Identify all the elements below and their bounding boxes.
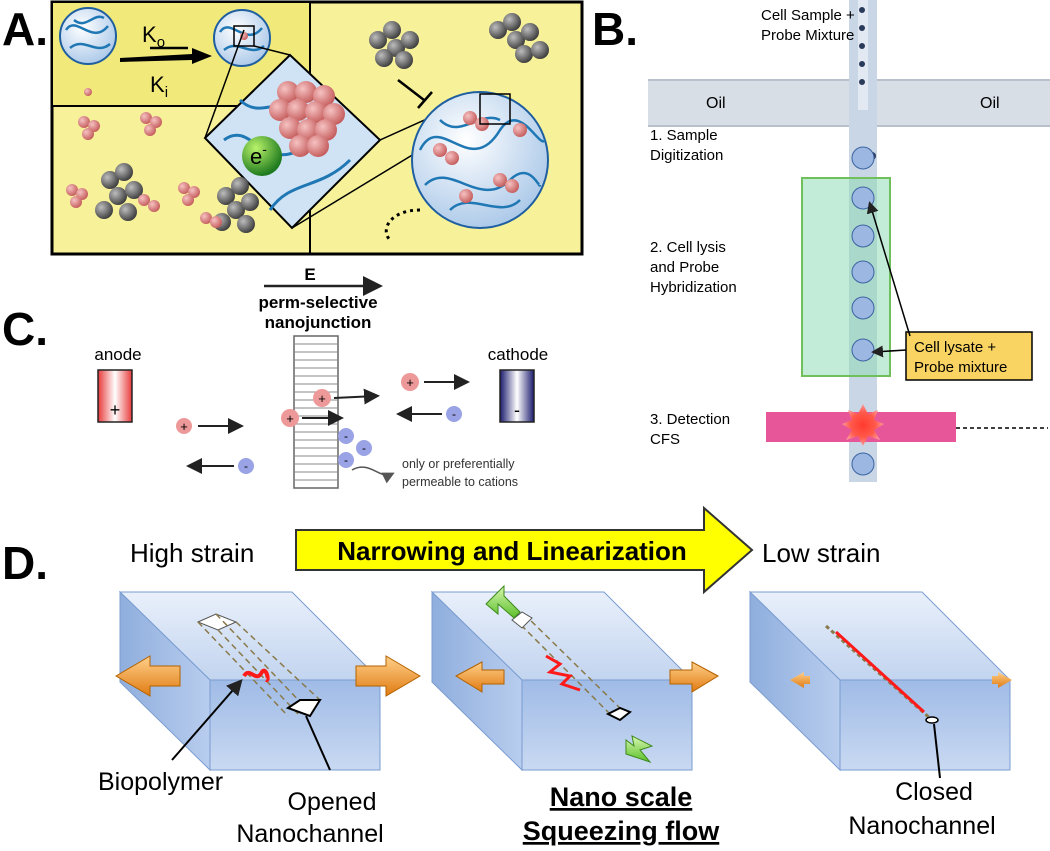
closed-line1: Closed bbox=[895, 778, 973, 806]
electron-label: e- bbox=[250, 141, 267, 169]
panel-c-label: C. bbox=[2, 303, 48, 355]
droplets bbox=[851, 146, 875, 476]
opened-line1: Opened bbox=[288, 788, 377, 816]
svg-text:-: - bbox=[452, 407, 456, 421]
k-o-label: Ko bbox=[142, 22, 165, 51]
arrow-text: Narrowing and Linearization bbox=[337, 536, 687, 566]
nanojunction-block bbox=[293, 335, 339, 489]
step3-line2: CFS bbox=[650, 431, 680, 448]
svg-text:-: - bbox=[362, 441, 366, 455]
cathode-minus: - bbox=[514, 400, 520, 420]
cations: + + + + bbox=[176, 373, 419, 434]
cell-sample-line2: Probe Mixture bbox=[761, 27, 854, 44]
perm-line2: permeable to cations bbox=[402, 475, 518, 489]
step2-line2: and Probe bbox=[650, 259, 719, 276]
nanojunction-line1: perm-selective bbox=[258, 293, 377, 312]
anode-label: anode bbox=[94, 345, 141, 364]
cathode-label: cathode bbox=[488, 345, 549, 364]
box-squeezing-flow bbox=[430, 584, 720, 772]
perm-line1: only or preferentially bbox=[402, 457, 515, 471]
nanojunction-line2: nanojunction bbox=[265, 313, 372, 332]
panel-b-label: B. bbox=[592, 3, 638, 55]
lysis-zone bbox=[801, 177, 891, 377]
cell-sample-line1: Cell Sample + bbox=[761, 7, 855, 24]
squeeze-line2: Squeezing flow bbox=[523, 816, 721, 846]
free-nanoparticle bbox=[84, 88, 92, 96]
nanoparticle-cluster bbox=[269, 81, 345, 157]
panel-c: E perm-selective nanojunction anode + ca… bbox=[94, 265, 548, 489]
electron-sphere bbox=[242, 136, 282, 176]
svg-text:+: + bbox=[286, 411, 294, 426]
opened-line2: Nanochannel bbox=[236, 820, 383, 848]
svg-text:+: + bbox=[318, 391, 326, 406]
narrowing-arrow bbox=[295, 505, 754, 595]
squeeze-line1: Nano scale bbox=[550, 782, 693, 812]
grey-aggregate-top bbox=[369, 13, 549, 69]
step3-line1: 3. Detection bbox=[650, 411, 730, 428]
step2-line3: Hybridization bbox=[650, 279, 737, 296]
svg-text:+: + bbox=[406, 375, 414, 390]
svg-text:+: + bbox=[180, 419, 188, 434]
box-low-strain bbox=[748, 590, 1012, 772]
polymer-sphere-large bbox=[411, 91, 549, 229]
panel-a-label: A. bbox=[2, 3, 48, 55]
panel-d: Narrowing and Linearization High strain … bbox=[98, 505, 1012, 848]
low-strain-label: Low strain bbox=[762, 538, 881, 568]
anode-electrode bbox=[97, 369, 133, 423]
anode-plus: + bbox=[110, 400, 121, 420]
box-high-strain bbox=[115, 590, 421, 772]
closed-line2: Nanochannel bbox=[848, 812, 995, 840]
panel-d-label: D. bbox=[2, 537, 48, 589]
lysate-line2: Probe mixture bbox=[914, 359, 1007, 376]
svg-text:-: - bbox=[344, 429, 348, 443]
oil-left-label: Oil bbox=[706, 95, 726, 112]
anions: - - - - - bbox=[238, 406, 462, 474]
oil-right-label: Oil bbox=[980, 95, 1000, 112]
svg-text:-: - bbox=[344, 453, 348, 467]
step1-line2: Digitization bbox=[650, 147, 723, 164]
cathode-electrode bbox=[499, 369, 535, 423]
biopolymer-label: Biopolymer bbox=[98, 768, 223, 796]
equilibrium-arrows bbox=[120, 46, 212, 64]
loaded-hydrogel-sphere bbox=[213, 9, 271, 67]
field-label: E bbox=[304, 265, 315, 284]
k-i-label: Ki bbox=[150, 72, 168, 101]
svg-text:-: - bbox=[244, 459, 248, 473]
empty-hydrogel-sphere bbox=[59, 7, 117, 65]
high-strain-label: High strain bbox=[130, 538, 254, 568]
step2-line1: 2. Cell lysis bbox=[650, 239, 726, 256]
grey-aggregate-bottom bbox=[95, 163, 259, 233]
free-nanoparticles bbox=[66, 112, 222, 228]
lysate-callout bbox=[905, 331, 1033, 381]
lysate-line1: Cell lysate + bbox=[914, 339, 996, 356]
step1-line1: 1. Sample bbox=[650, 127, 718, 144]
panel-b: Cell Sample + Probe Mixture Oil Oil 1. S… bbox=[648, 0, 1050, 482]
panel-a: Ko Ki e- bbox=[50, 0, 584, 256]
